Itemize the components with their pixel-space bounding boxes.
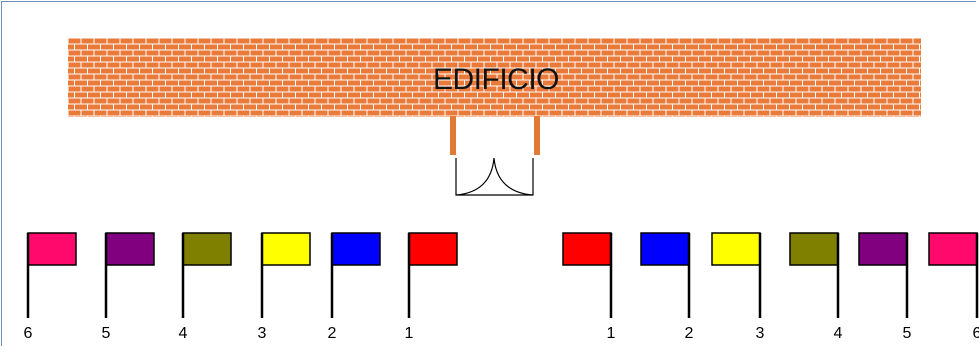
flag-number-label: 4: [179, 325, 188, 342]
flag-number-label: 5: [903, 325, 912, 342]
flag-number-label: 3: [258, 325, 267, 342]
brick-wall: [68, 38, 921, 117]
flag-number-label: 6: [973, 325, 979, 342]
flag-cloth: [562, 232, 612, 266]
flag-number-label: 3: [756, 325, 765, 342]
flag-number-label: 4: [834, 325, 843, 342]
double-door-swing-icon: [455, 157, 534, 196]
door-post-right: [534, 116, 540, 155]
flag-cloth: [261, 232, 311, 266]
building-label: EDIFICIO: [433, 63, 559, 96]
flag-number-label: 1: [607, 325, 616, 342]
flag-number-label: 2: [685, 325, 694, 342]
building: EDIFICIO: [68, 38, 921, 117]
flag-cloth: [408, 232, 458, 266]
flag-number-label: 2: [328, 325, 337, 342]
flags-layer: 6 5 4 3 2 1 1 2 3 4 5 6: [24, 232, 979, 342]
entrance: [450, 116, 540, 196]
flag-cloth: [27, 232, 77, 266]
flag-left-3: 3: [258, 232, 311, 342]
flag-number-label: 1: [405, 325, 414, 342]
flag-right-5: 5: [858, 232, 912, 342]
flag-left-4: 4: [179, 232, 232, 342]
flag-cloth: [858, 232, 908, 266]
flag-right-4: 4: [789, 232, 843, 342]
flag-left-5: 5: [102, 232, 155, 342]
flag-left-6: 6: [24, 232, 77, 342]
flag-cloth: [331, 232, 381, 266]
flag-number-label: 6: [24, 325, 33, 342]
flag-left-2: 2: [328, 232, 381, 342]
flag-right-1: 1: [562, 232, 616, 342]
door-post-left: [450, 116, 456, 155]
flag-right-6: 6: [928, 232, 979, 342]
flag-cloth: [182, 232, 232, 266]
flag-cloth: [105, 232, 155, 266]
flag-right-3: 3: [711, 232, 765, 342]
flag-number-label: 5: [102, 325, 111, 342]
flag-cloth: [711, 232, 761, 266]
flag-right-2: 2: [640, 232, 694, 342]
flag-left-1: 1: [405, 232, 458, 342]
flag-cloth: [640, 232, 690, 266]
flag-cloth: [928, 232, 978, 266]
flag-cloth: [789, 232, 839, 266]
